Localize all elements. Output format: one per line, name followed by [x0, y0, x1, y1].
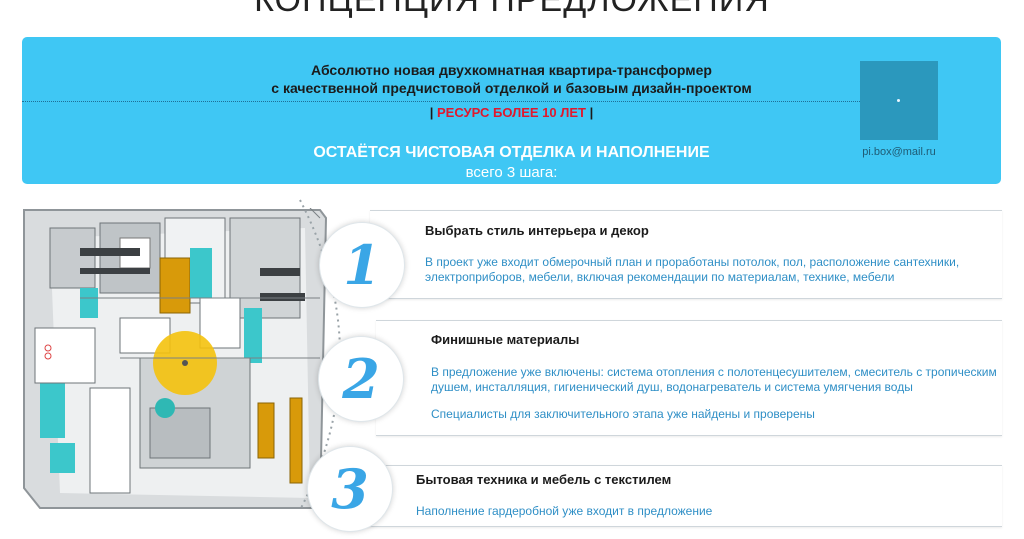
- floorplan-illustration: [20, 208, 350, 513]
- resource-badge: | РЕСУРС БОЛЕЕ 10 ЛЕТ |: [22, 105, 1001, 120]
- finish-heading: ОСТАЁТСЯ ЧИСТОВАЯ ОТДЕЛКА И НАПОЛНЕНИЕ: [313, 144, 710, 161]
- step-number: 1: [343, 233, 381, 297]
- step-title: Бытовая техника и мебель с текстилем: [416, 472, 672, 487]
- resource-text: РЕСУРС БОЛЕЕ 10 ЛЕТ: [436, 105, 586, 120]
- qr-code-image: [860, 61, 938, 140]
- contact-email: pi.box@mail.ru: [862, 146, 936, 158]
- step-number: 2: [342, 347, 380, 411]
- banner-subheadline: с качественной предчистовой отделкой и б…: [271, 80, 752, 96]
- step-number-badge-3: 3: [307, 446, 393, 532]
- info-banner: Абсолютно новая двухкомнатная квартира-т…: [22, 37, 1001, 184]
- step-description: В предложение уже включены: система отоп…: [431, 365, 997, 394]
- step-card-1: Выбрать стиль интерьера и декор В проект…: [370, 210, 1002, 299]
- step-note: Специалисты для заключительного этапа уж…: [431, 407, 815, 421]
- steps-count: всего 3 шага:: [465, 164, 558, 181]
- resource-suffix: |: [586, 105, 594, 120]
- step-description: В проект уже входит обмерочный план и пр…: [425, 255, 960, 284]
- banner-headline: Абсолютно новая двухкомнатная квартира-т…: [311, 62, 712, 78]
- step-card-2: Финишные материалы В предложение уже вкл…: [376, 320, 1002, 436]
- qr-dot: [897, 99, 900, 102]
- step-number-badge-1: 1: [319, 222, 405, 308]
- step-title: Выбрать стиль интерьера и декор: [425, 223, 649, 238]
- banner-divider: [22, 101, 922, 102]
- step-card-3: Бытовая техника и мебель с текстилем Нап…: [348, 465, 1002, 527]
- page-title: КОНЦЕПЦИЯ ПРЕДЛОЖЕНИЯ: [254, 0, 770, 19]
- step-number-badge-2: 2: [318, 336, 404, 422]
- step-title: Финишные материалы: [431, 332, 580, 347]
- resource-prefix: |: [429, 105, 437, 120]
- step-number: 3: [331, 457, 369, 521]
- step-description: Наполнение гардеробной уже входит в пред…: [416, 504, 713, 518]
